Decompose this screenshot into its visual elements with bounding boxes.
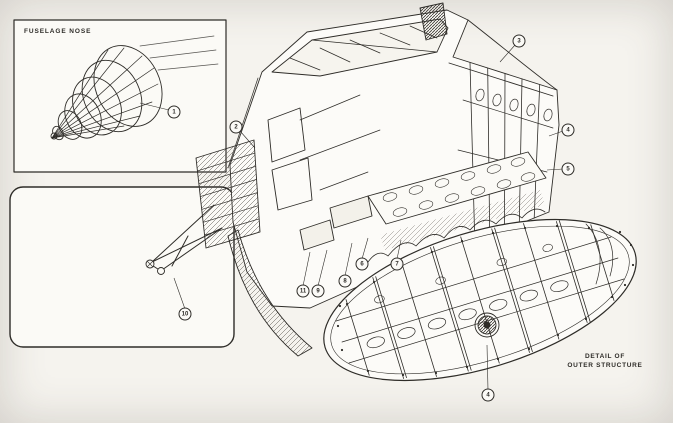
outer-structure-label-line1: DETAIL OF — [584, 353, 625, 360]
callout-4: 4 — [561, 123, 575, 137]
callout-2: 2 — [229, 120, 243, 134]
callout-3: 3 — [512, 34, 526, 48]
outer-structure-label: DETAIL OF OUTER STRUCTURE — [553, 352, 657, 370]
callout-10: 10 — [178, 307, 192, 321]
callout-1: 1 — [167, 105, 181, 119]
leader-lines — [139, 44, 564, 391]
callout-11: 11 — [296, 284, 310, 298]
callout-7: 7 — [390, 257, 404, 271]
callout-9: 9 — [311, 284, 325, 298]
callout-outer-structure: 4 — [481, 388, 495, 402]
nose-inset-label: FUSELAGE NOSE — [24, 28, 92, 35]
nose-inset-drawing — [13, 19, 227, 173]
callout-5: 5 — [561, 162, 575, 176]
outer-structure-label-line2: OUTER STRUCTURE — [567, 362, 643, 369]
blank-inset-panel — [9, 186, 235, 348]
callout-8: 8 — [338, 274, 352, 288]
callout-6: 6 — [355, 257, 369, 271]
